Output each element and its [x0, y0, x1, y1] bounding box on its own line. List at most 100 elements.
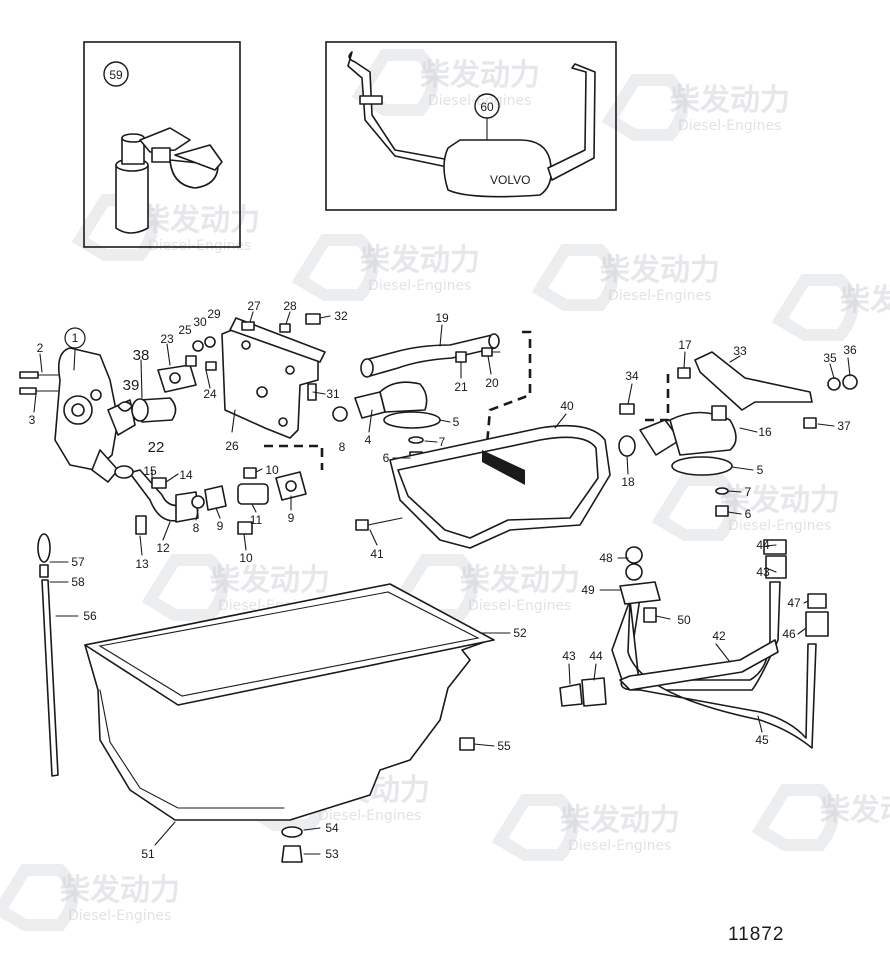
callout-8-upper: 8 — [339, 440, 346, 454]
callout-26: 26 — [225, 439, 239, 453]
callout-27: 27 — [247, 299, 261, 313]
callout-5-right: 5 — [757, 463, 764, 477]
leader-lines — [33, 311, 851, 855]
svg-text:Diesel-Engines: Diesel-Engines — [468, 598, 571, 614]
watermark-5: 柴发动力 Diesel-Engines — [531, 244, 720, 311]
callout-38: 38 — [133, 347, 150, 364]
callout-37: 37 — [837, 419, 851, 433]
callout-44-left: 44 — [589, 649, 603, 663]
callout-9-left: 9 — [217, 519, 224, 533]
oil-strainer-right-icon — [639, 405, 737, 517]
callout-11: 11 — [250, 513, 263, 527]
callout-19: 19 — [435, 311, 449, 325]
watermark-2: 柴发动力 Diesel-Engines — [601, 74, 790, 141]
callout-labels: 1 2 3 38 39 22 23 25 30 29 24 27 28 32 2… — [29, 299, 857, 861]
svg-text:Diesel-Engines: Diesel-Engines — [368, 278, 471, 294]
callout-22: 22 — [148, 439, 165, 456]
callout-34: 34 — [625, 369, 639, 383]
pipe-42-icon — [619, 639, 779, 691]
svg-text:柴发动力: 柴发动力 — [720, 483, 840, 518]
callout-49: 49 — [581, 583, 595, 597]
pressure-pipe-12-icon — [114, 465, 199, 535]
callout-53: 53 — [325, 847, 339, 861]
callout-46: 46 — [782, 627, 796, 641]
dashed-path-pipe — [485, 330, 532, 446]
watermark-8: 柴发动力 Diesel-Engines — [391, 554, 580, 621]
callout-21: 21 — [454, 380, 468, 394]
callout-14: 14 — [179, 468, 193, 482]
callout-50: 50 — [677, 613, 691, 627]
flange-23-icon — [157, 364, 197, 393]
svg-text:Diesel-Engines: Diesel-Engines — [318, 808, 421, 824]
callout-45: 45 — [755, 733, 769, 747]
relief-valve-icon — [117, 397, 177, 423]
drain-plug-53-icon — [281, 826, 303, 863]
watermark-12: 柴发动力 Diesel-Engines — [0, 864, 180, 931]
fitting-46-47-icon — [805, 593, 829, 637]
dashed-path-bracket — [264, 444, 324, 470]
gasket-52-icon — [84, 583, 495, 706]
washer-8-icon — [332, 406, 348, 422]
watermark-13: 柴发动力 — [751, 784, 890, 851]
oil-filter-canister-icon — [115, 127, 223, 234]
callout-43-left: 43 — [562, 649, 576, 663]
callout-29: 29 — [207, 307, 221, 321]
svg-text:柴发动力: 柴发动力 — [60, 873, 180, 908]
callout-28: 28 — [283, 299, 297, 313]
plug-55-icon — [459, 737, 475, 751]
dipstick-56-icon — [37, 533, 59, 777]
callout-36: 36 — [843, 343, 857, 357]
callout-15: 15 — [143, 464, 157, 478]
gasket-9-icon — [191, 485, 227, 511]
callout-31: 31 — [326, 387, 340, 401]
callout-30: 30 — [193, 315, 207, 329]
callout-32: 32 — [334, 309, 348, 323]
callout-41: 41 — [370, 547, 384, 561]
callout-24: 24 — [203, 387, 217, 401]
inner-sump-40-icon — [389, 424, 636, 549]
svg-text:Diesel-Engines: Diesel-Engines — [428, 93, 531, 109]
washer-stack-25-30-icon — [185, 336, 217, 371]
callout-40: 40 — [560, 399, 574, 413]
callout-56: 56 — [83, 609, 97, 623]
watermark-4: 柴发动力 Diesel-Engines — [291, 234, 480, 301]
bolt-2-icon — [19, 371, 59, 379]
flange-49-icon — [619, 546, 661, 623]
callout-35: 35 — [823, 351, 837, 365]
callout-1: 1 — [72, 331, 79, 345]
watermark-9: 柴发动力 Diesel-Engines — [651, 474, 840, 541]
muffler-brand-text: VOLVO — [490, 173, 530, 187]
svg-text:柴发动力: 柴发动力 — [210, 563, 330, 598]
callout-48: 48 — [599, 551, 613, 565]
svg-text:柴发动力: 柴发动力 — [420, 58, 540, 93]
callout-18: 18 — [621, 475, 635, 489]
oil-strainer-left-icon — [354, 381, 441, 463]
bolt-21-icon — [455, 351, 467, 363]
watermark-6: 柴发动力 — [771, 274, 890, 341]
svg-text:Diesel-Engines: Diesel-Engines — [68, 908, 171, 924]
fitting-43-44-top-icon — [763, 539, 787, 579]
callout-42: 42 — [712, 629, 726, 643]
callout-54: 54 — [325, 821, 339, 835]
muffler-icon: VOLVO — [347, 51, 596, 198]
callout-8-lower: 8 — [193, 521, 200, 535]
svg-text:柴发动力: 柴发动力 — [460, 563, 580, 598]
inset-label-60: 60 — [480, 100, 494, 114]
inset-box-oil-filter: 59 — [83, 41, 241, 248]
inset-box-muffler: 60 VOLVO — [325, 41, 617, 211]
callout-7-right: 7 — [745, 485, 752, 499]
dashed-path-flange — [640, 374, 670, 422]
svg-text:Diesel-Engines: Diesel-Engines — [608, 288, 711, 304]
callout-43-top: 43 — [756, 565, 770, 579]
callout-20: 20 — [485, 376, 499, 390]
callout-9-right: 9 — [288, 511, 295, 525]
bolt-41-icon — [355, 517, 403, 531]
callout-52: 52 — [513, 626, 527, 640]
bolt-3-icon — [19, 387, 59, 395]
gasket-9b-icon — [275, 471, 307, 501]
watermark-1: 柴发动力 Diesel-Engines — [351, 49, 540, 116]
callout-5-left: 5 — [453, 415, 460, 429]
callout-57: 57 — [71, 555, 85, 569]
callout-44-top: 44 — [756, 538, 770, 552]
